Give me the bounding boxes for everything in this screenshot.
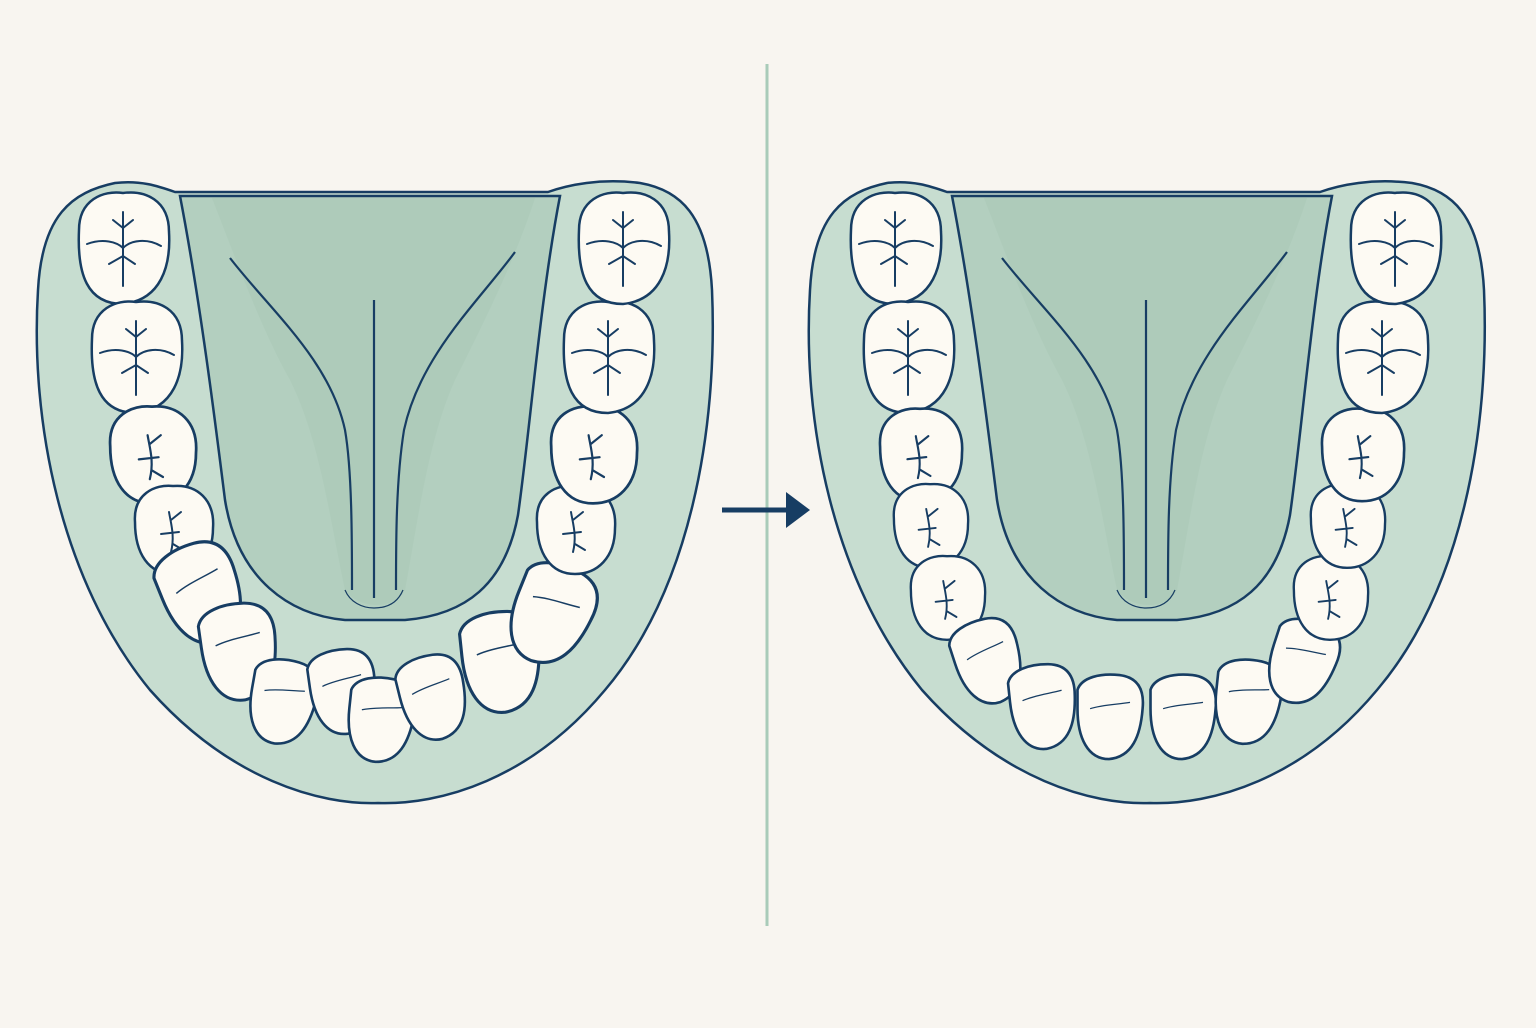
molar-right-1 bbox=[1349, 191, 1443, 306]
before-panel bbox=[35, 180, 715, 805]
molar-left-2 bbox=[862, 300, 956, 415]
molar-left-1 bbox=[849, 191, 943, 306]
premolar-right-1 bbox=[1320, 407, 1406, 503]
incisor-left-central-2 bbox=[1076, 673, 1145, 761]
premolar-left-2 bbox=[892, 482, 970, 569]
arrow-right-icon bbox=[722, 492, 810, 528]
molar-right-2 bbox=[1336, 300, 1430, 415]
incisor-right-central-1 bbox=[1149, 673, 1218, 761]
molar-right-2 bbox=[562, 300, 656, 415]
after-panel bbox=[807, 180, 1487, 805]
canine-right bbox=[1292, 554, 1370, 641]
premolar-right-1 bbox=[549, 404, 639, 505]
molar-left-2 bbox=[90, 300, 184, 415]
molar-left-1 bbox=[77, 191, 171, 306]
molar-right-1 bbox=[577, 191, 671, 306]
